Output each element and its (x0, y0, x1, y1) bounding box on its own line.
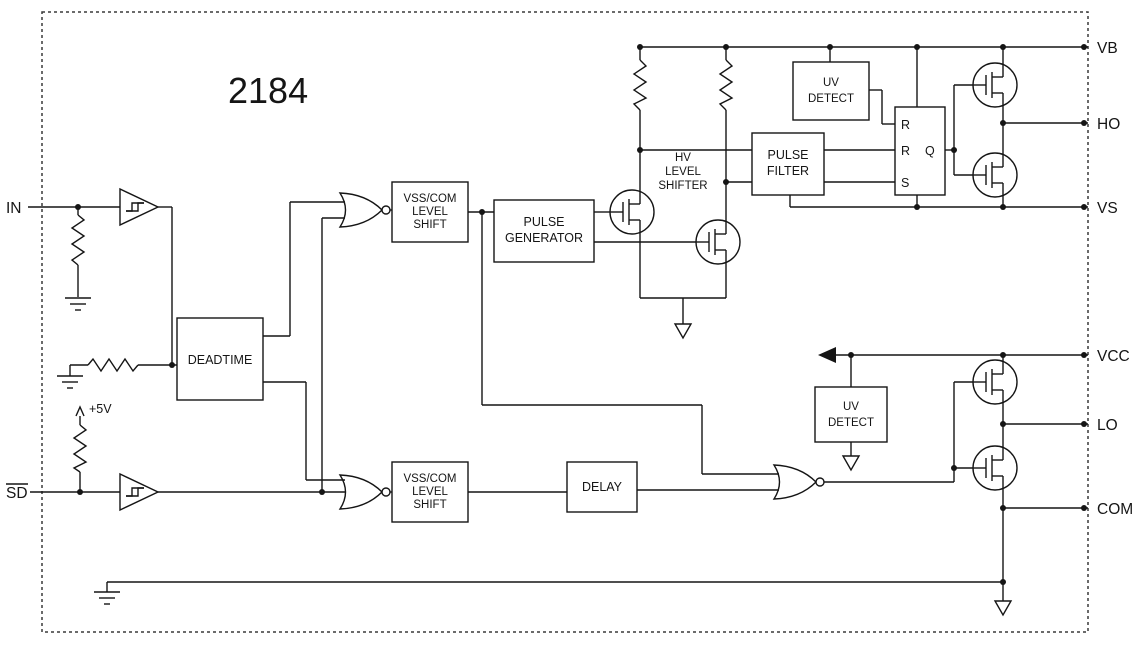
vss-triangle-uv (841, 455, 861, 472)
latch-q-label: Q (925, 144, 935, 158)
pulse-filter-label-2: FILTER (767, 164, 809, 178)
uv-detect-bottom-label-2: DETECT (828, 417, 874, 429)
hv-mosfet-set (609, 189, 655, 235)
vss-com-level-shift-top-block (391, 181, 469, 243)
schmitt-buffer-sd (119, 472, 160, 512)
vss-com-top-label-3: SHIFT (413, 219, 446, 231)
vss-com-bottom-label-2: LEVEL (412, 486, 448, 498)
vss-triangle-hv (673, 323, 693, 340)
pin-label-vcc: VCC (1097, 348, 1130, 365)
schmitt-buffer-in (119, 187, 160, 227)
sd-pullup-resistor (72, 424, 88, 473)
latch-r1-label: R (901, 118, 910, 132)
pulse-filter-block (751, 132, 825, 196)
deadtime-set-resistor (87, 357, 139, 373)
pin-label-lo: LO (1097, 417, 1118, 434)
chip-boundary (41, 11, 1089, 633)
uv-detect-top-label-2: DETECT (808, 93, 854, 105)
deadtime-block (176, 317, 264, 401)
rs-latch-block (894, 106, 946, 196)
in-pulldown-resistor (70, 214, 86, 266)
pulse-generator-label-1: PULSE (524, 215, 565, 229)
vss-com-level-shift-bottom-block (391, 461, 469, 523)
hv-pullup-resistor-set (632, 59, 648, 111)
inverter-bubble (381, 205, 391, 215)
hv-level-shifter-label-1: HV (675, 152, 691, 164)
ground-symbol-deadtime (57, 375, 83, 389)
deadtime-label: DEADTIME (188, 353, 253, 367)
nor-gate-lo-driver (772, 464, 825, 500)
nor-gate-high-side (338, 192, 391, 228)
pin-label-vb: VB (1097, 40, 1118, 57)
nor-gate-low-side (338, 474, 391, 510)
vcc-internal-arrow-icon (818, 347, 836, 363)
delay-label: DELAY (582, 480, 623, 494)
resistors (70, 59, 734, 473)
uv-detect-bottom-block (814, 386, 888, 443)
pin-label-vs: VS (1097, 200, 1118, 217)
hv-pullup-resistor-reset (718, 59, 734, 111)
hv-mosfet-reset (695, 219, 741, 265)
delay-block (566, 461, 638, 513)
part-number-title: 2184 (228, 70, 308, 111)
pulse-generator-block (493, 199, 595, 263)
pin-label-in: IN (6, 200, 22, 217)
plus5v-label: +5V (89, 402, 112, 416)
ho-driver-mosfet-low (972, 152, 1018, 198)
vss-com-bottom-label-3: SHIFT (413, 499, 446, 511)
pin-label-sd: SD (6, 485, 28, 502)
supply-arrow-icon (75, 405, 85, 417)
pulse-generator-label-2: GENERATOR (505, 231, 583, 245)
junction-dots (75, 44, 1087, 585)
ground-symbol-vss-rail (94, 591, 120, 605)
lo-driver-mosfet-low (972, 445, 1018, 491)
pin-label-ho: HO (1097, 116, 1120, 133)
uv-detect-bottom-label-1: UV (843, 401, 859, 413)
latch-r2-label: R (901, 144, 910, 158)
vss-com-top-label-2: LEVEL (412, 206, 448, 218)
ho-driver-mosfet-high (972, 62, 1018, 108)
hv-level-shifter-label-3: SHIFTER (658, 180, 707, 192)
latch-s-label: S (901, 176, 909, 190)
pin-label-com: COM (1097, 501, 1133, 518)
uv-detect-top-label-1: UV (823, 77, 839, 89)
pulse-filter-label-1: PULSE (768, 148, 809, 162)
inverter-bubble (381, 487, 391, 497)
vss-com-bottom-label-1: VSS/COM (403, 473, 456, 485)
uv-detect-top-block (792, 61, 870, 121)
vss-com-top-label-1: VSS/COM (403, 193, 456, 205)
inverter-bubble (815, 477, 825, 487)
hv-level-shifter-label-2: LEVEL (665, 166, 701, 178)
vss-triangle-com (993, 600, 1013, 617)
lo-driver-mosfet-high (972, 359, 1018, 405)
ground-symbol-in (65, 297, 91, 311)
